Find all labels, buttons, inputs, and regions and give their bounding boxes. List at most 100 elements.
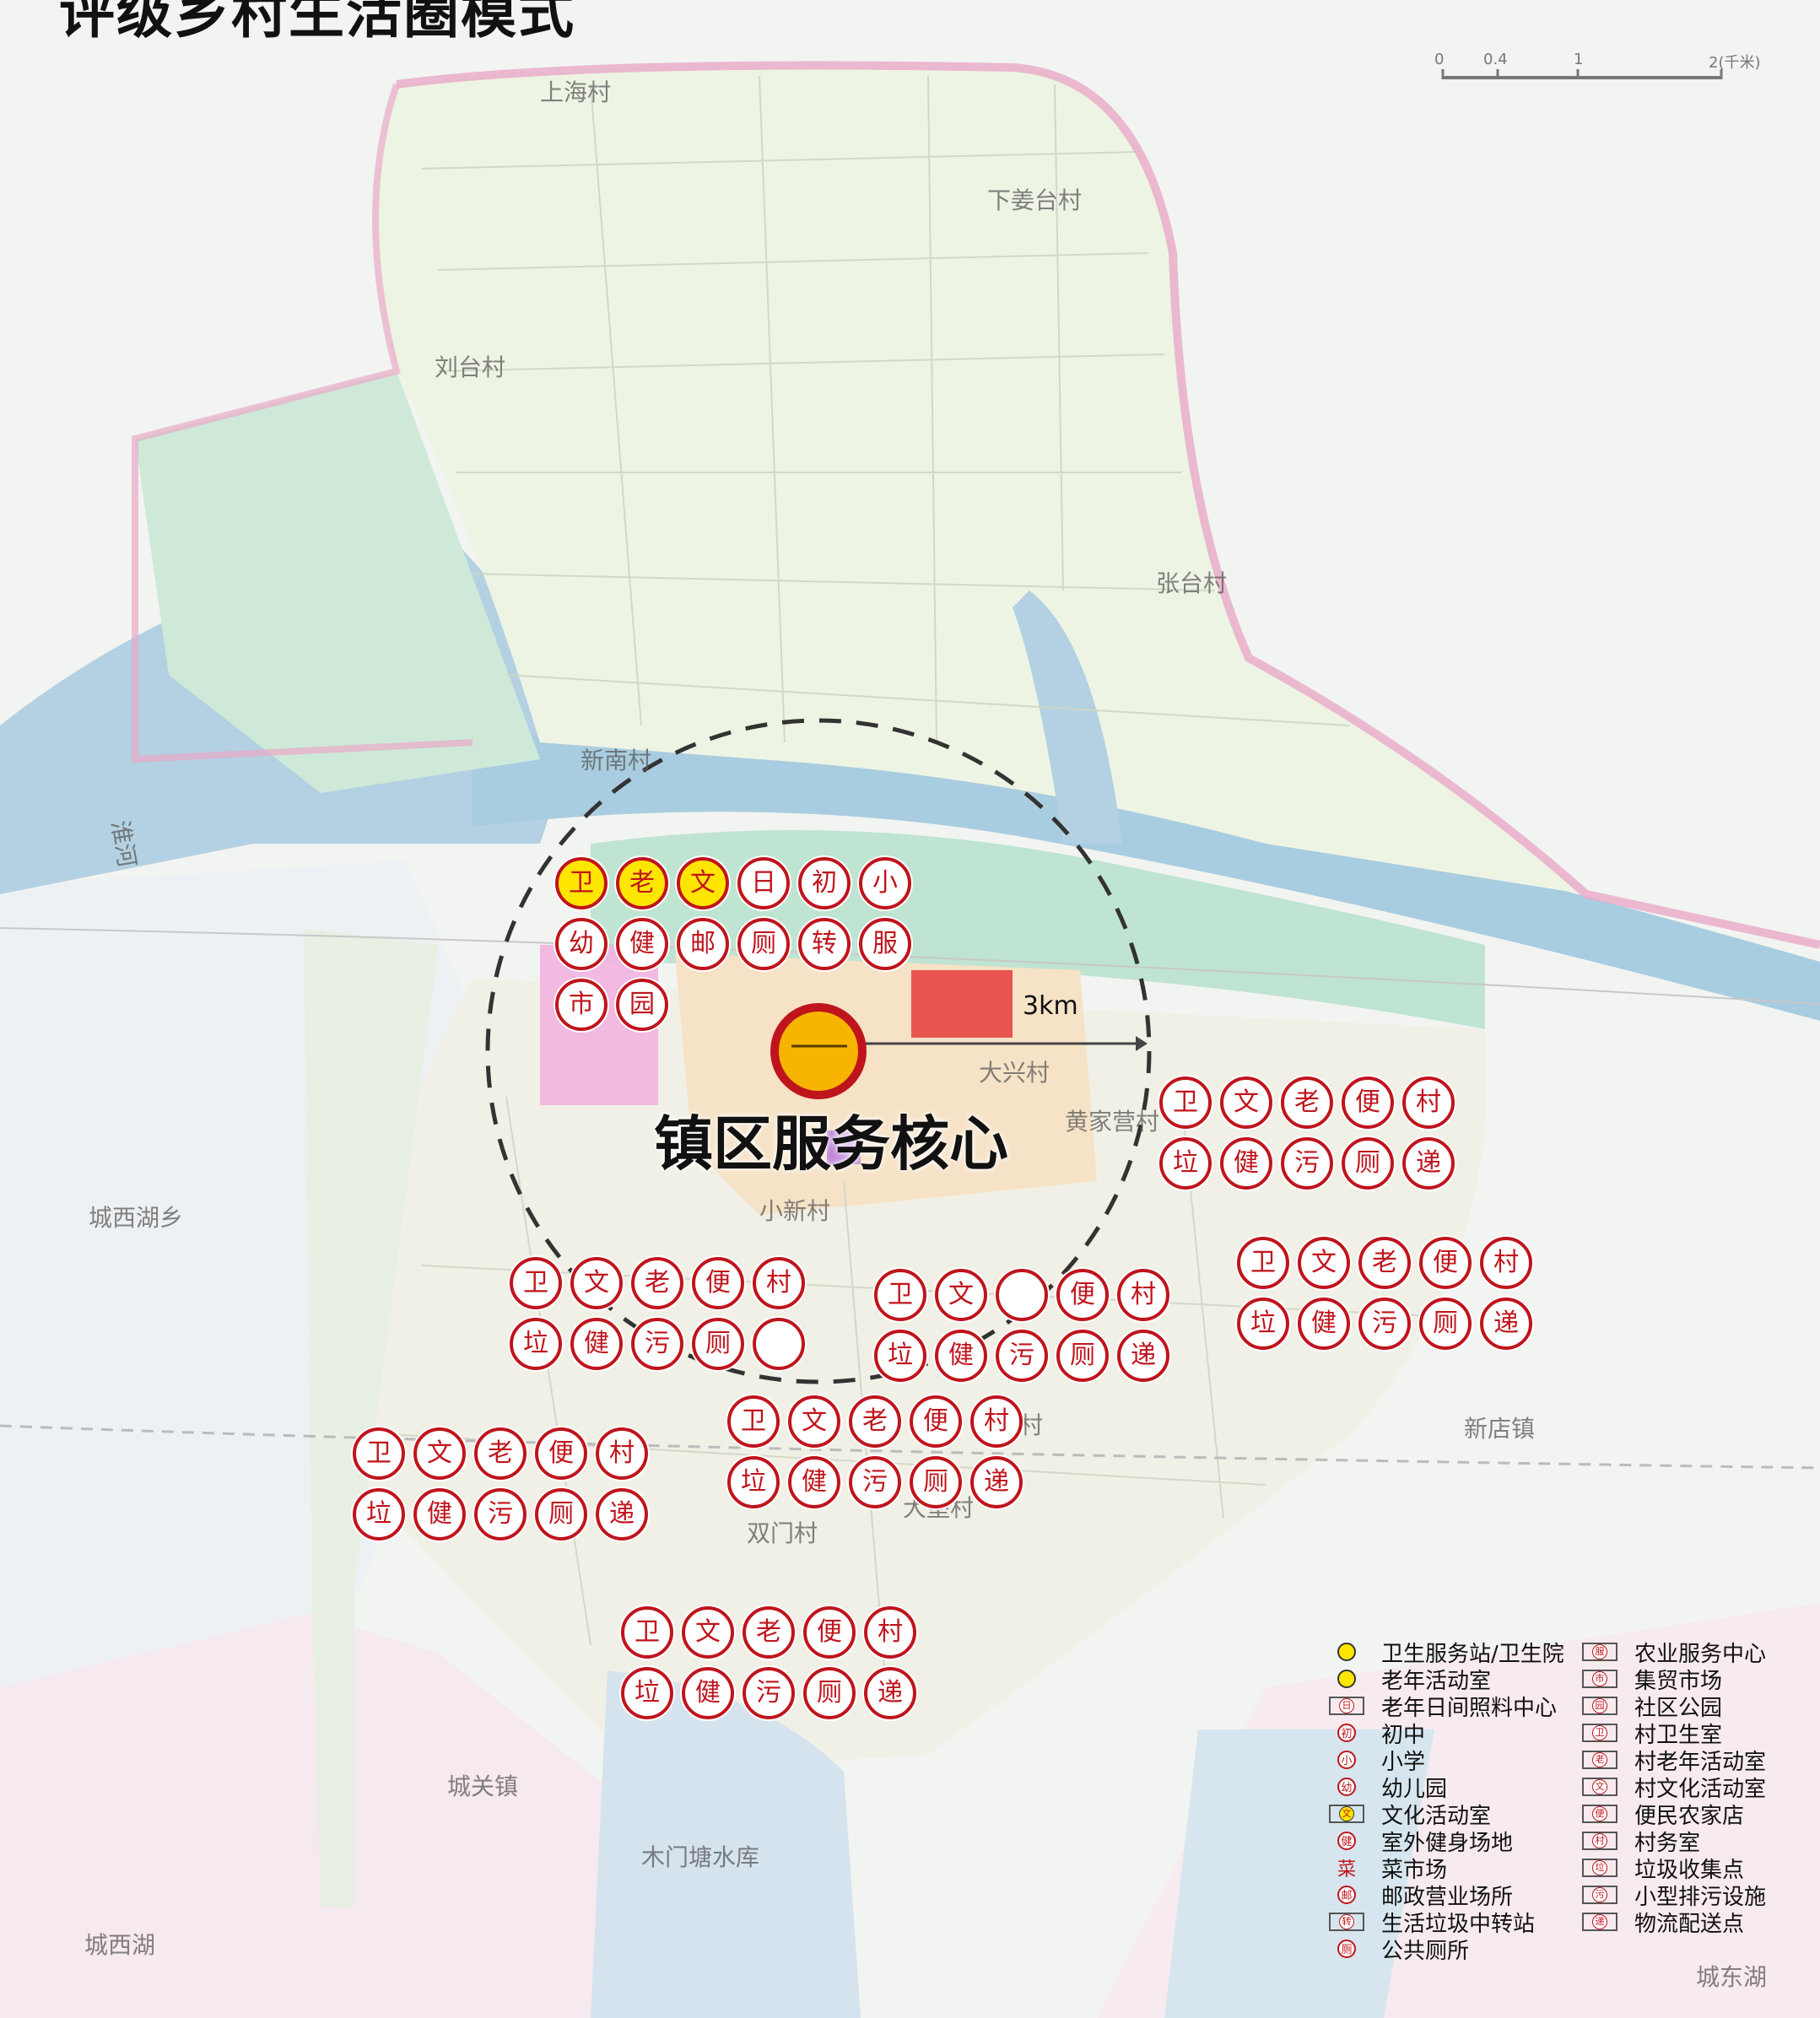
legend-symbol-icon: 园 (1582, 1695, 1617, 1717)
facility-chip: 邮 (677, 918, 729, 970)
legend-symbol-icon: 小 (1329, 1749, 1364, 1771)
facility-chip-empty (996, 1269, 1048, 1321)
facility-chip: 卫 (555, 857, 608, 909)
radius-label: 3km (1023, 991, 1078, 1021)
legend-symbol-icon (1329, 1641, 1364, 1663)
facility-chip: 便 (535, 1427, 587, 1480)
facility-chip: 文 (413, 1427, 466, 1480)
facility-chip: 污 (474, 1488, 527, 1540)
facility-chip: 递 (970, 1456, 1023, 1508)
legend-item: 村村务室 (1582, 1827, 1766, 1856)
scale-tick-0: 0 (1434, 51, 1445, 68)
facility-chip: 卫 (1237, 1237, 1289, 1289)
place-name: 大兴村 (979, 1059, 1050, 1087)
facility-chip: 健 (413, 1488, 466, 1540)
facility-chip-empty (753, 1318, 805, 1370)
facility-chip: 老 (616, 857, 668, 909)
legend-symbol-icon: 文 (1329, 1803, 1364, 1825)
village-cluster-east-upper: 卫文老便村垃健污厕递 (1159, 1076, 1455, 1190)
facility-chip: 垃 (874, 1330, 926, 1382)
legend-label: 社区公园 (1634, 1695, 1723, 1721)
facility-chip: 便 (910, 1395, 962, 1448)
facility-chip: 老 (849, 1395, 901, 1448)
facility-chip: 污 (631, 1318, 683, 1370)
legend-item: 文村文化活动室 (1582, 1773, 1766, 1802)
scale-tick-1: 0.4 (1483, 51, 1508, 68)
facility-chip: 老 (743, 1606, 795, 1659)
facility-chip: 文 (935, 1269, 987, 1321)
legend-symbol-icon: 转 (1329, 1911, 1364, 1933)
legend-item: 园社区公园 (1582, 1692, 1766, 1721)
legend-item: 便便民农家店 (1582, 1800, 1766, 1829)
place-name: 新店镇 (1464, 1415, 1536, 1443)
facility-chip: 小 (859, 857, 911, 909)
legend-item: 文文化活动室 (1329, 1800, 1564, 1829)
place-name: 木门塘水库 (641, 1843, 760, 1871)
legend-label: 农业服务中心 (1634, 1641, 1767, 1667)
facility-chip: 垃 (727, 1456, 780, 1508)
legend-symbol-icon: 菜 (1337, 1859, 1356, 1880)
facility-chip: 老 (474, 1427, 527, 1480)
facility-chip: 文 (682, 1606, 734, 1659)
place-name: 张台村 (1156, 569, 1228, 597)
facility-chip: 村 (970, 1395, 1023, 1448)
facility-chip: 文 (788, 1395, 840, 1448)
facility-chip: 卫 (727, 1395, 780, 1448)
facility-chip: 污 (743, 1667, 795, 1719)
legend-item: 厕公共厕所 (1329, 1935, 1564, 1964)
facility-chip: 园 (616, 979, 668, 1031)
facility-chip: 便 (803, 1606, 856, 1659)
legend-item: 健室外健身场地 (1329, 1827, 1564, 1856)
facility-chip: 污 (1358, 1298, 1411, 1350)
facility-chip: 厕 (1056, 1330, 1109, 1382)
legend-item: 垃垃圾收集点 (1582, 1854, 1766, 1883)
facility-chip: 递 (1402, 1137, 1455, 1190)
legend-label: 村务室 (1634, 1830, 1701, 1856)
legend-symbol-icon: 健 (1329, 1830, 1364, 1852)
legend-symbol-icon: 文 (1582, 1776, 1617, 1798)
legend-column-right: 服农业服务中心市集贸市场园社区公园卫村卫生室老村老年活动室文村文化活动室便便民农… (1582, 1638, 1767, 1937)
facility-chip: 便 (1419, 1237, 1472, 1289)
legend-label: 生活垃圾中转站 (1381, 1911, 1536, 1937)
legend-symbol-icon: 污 (1582, 1884, 1617, 1906)
facility-chip: 递 (864, 1667, 916, 1719)
facility-chip: 老 (1281, 1076, 1333, 1129)
village-cluster-east-lower: 卫文老便村垃健污厕递 (1237, 1237, 1532, 1350)
legend-label: 老年活动室 (1381, 1668, 1492, 1694)
map-legend: 卫生服务站/卫生院老年活动室日老年日间照料中心初初中小小学幼幼儿园文文化活动室健… (1329, 1638, 1801, 2010)
place-name: 城西湖 (84, 1931, 156, 1959)
legend-item: 初初中 (1329, 1719, 1564, 1748)
facility-chip: 卫 (353, 1427, 405, 1480)
facility-chip: 便 (692, 1257, 744, 1309)
village-cluster-west-mid: 卫文老便村垃健污厕 (510, 1257, 805, 1370)
place-name: 新南村 (581, 747, 652, 774)
facility-chip: 卫 (1159, 1076, 1212, 1129)
facility-chip: 服 (859, 918, 911, 970)
facility-chip: 健 (788, 1456, 840, 1508)
legend-item: 小小学 (1329, 1746, 1564, 1775)
legend-symbol-icon: 卫 (1582, 1722, 1617, 1744)
legend-symbol-icon: 垃 (1582, 1857, 1617, 1879)
legend-item: 卫村卫生室 (1582, 1719, 1766, 1748)
facility-chip: 垃 (1159, 1137, 1212, 1190)
legend-label: 集贸市场 (1634, 1668, 1723, 1694)
legend-label: 小型排污设施 (1634, 1884, 1767, 1910)
core-label: 镇区服务核心 (654, 1109, 1008, 1179)
legend-label: 室外健身场地 (1381, 1830, 1514, 1856)
place-name: 黄家营村 (1065, 1108, 1160, 1136)
legend-symbol-icon (1329, 1668, 1364, 1690)
facility-chip: 厕 (535, 1488, 587, 1540)
legend-label: 初中 (1381, 1722, 1426, 1748)
facility-chip: 文 (1298, 1237, 1350, 1289)
facility-chip: 卫 (874, 1269, 926, 1321)
facility-chip: 垃 (510, 1318, 562, 1370)
facility-chip: 健 (616, 918, 668, 970)
legend-label: 村卫生室 (1634, 1722, 1723, 1748)
village-cluster-west-low: 卫文老便村垃健污厕递 (353, 1427, 648, 1540)
scale-bar: 0 0.4 1 2(千米) (1434, 51, 1772, 93)
legend-column-left: 卫生服务站/卫生院老年活动室日老年日间照料中心初初中小小学幼幼儿园文文化活动室健… (1329, 1638, 1564, 1964)
legend-symbol-icon: 村 (1582, 1830, 1617, 1852)
facility-chip: 健 (1298, 1298, 1350, 1350)
facility-chip: 厕 (803, 1667, 856, 1719)
